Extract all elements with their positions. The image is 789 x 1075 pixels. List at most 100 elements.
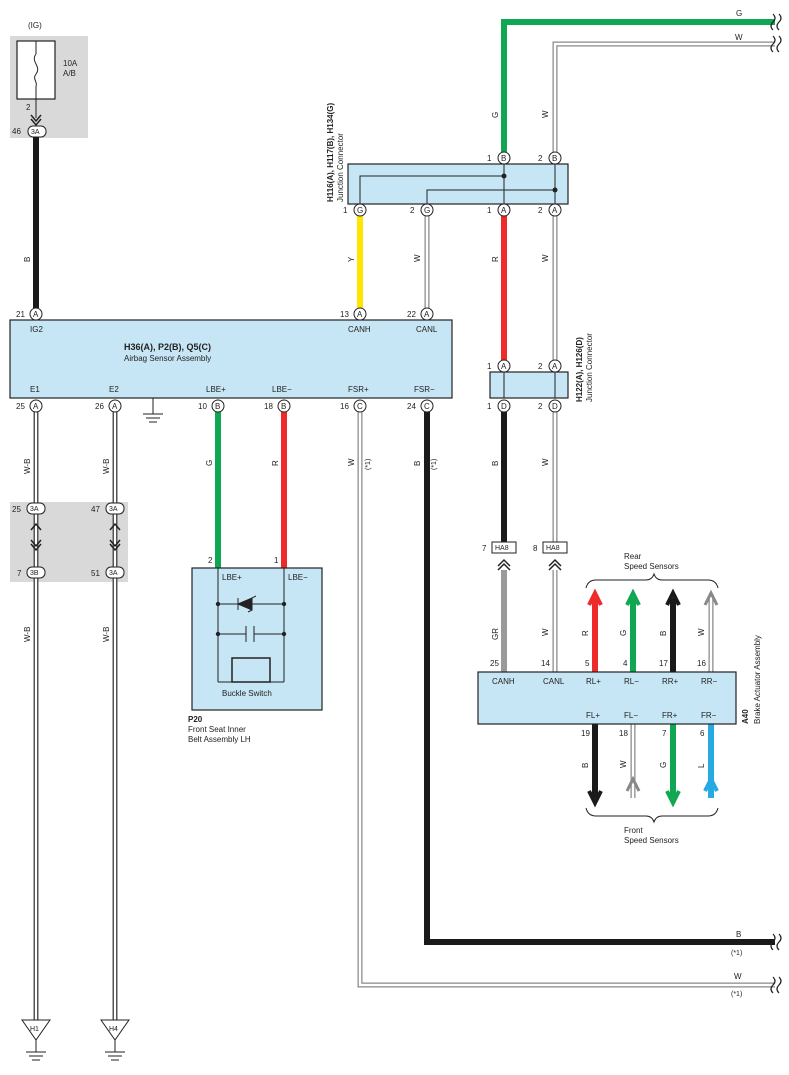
actuator-pin-label: RR− xyxy=(701,677,718,686)
airbag-pin xyxy=(277,399,291,413)
jc-top-pin-code: 3A xyxy=(31,129,40,136)
jc-mid-pin-num: 1 xyxy=(487,402,492,411)
actuator-pin-label: RL+ xyxy=(586,677,601,686)
body-ground-icon xyxy=(143,398,163,423)
wire-code: G xyxy=(205,460,214,466)
airbag-pin-num: 10 xyxy=(198,402,207,411)
junction-connector-top xyxy=(347,163,569,205)
actuator-pin-num: 5 xyxy=(585,659,590,668)
wire-code: G xyxy=(619,630,628,636)
wire-code: B xyxy=(581,763,590,768)
rear-sensors-line1: Rear xyxy=(624,552,642,561)
airbag-pin-letter: A xyxy=(112,402,118,411)
gj-pin-code: 3A xyxy=(109,506,118,513)
actuator-pin-num: 7 xyxy=(662,729,667,738)
wire-code: W xyxy=(541,628,550,636)
wire-break-icon xyxy=(770,35,782,53)
jc-top-pin-num: 2 xyxy=(538,206,543,215)
junction-connector-mid xyxy=(489,371,569,399)
jc-top-pin xyxy=(497,203,511,217)
airbag-pin-num: 16 xyxy=(340,402,349,411)
buckle-circuit xyxy=(217,568,285,683)
fuse-icon xyxy=(33,53,39,87)
front-sensors-line1: Front xyxy=(624,826,643,835)
jc-top-pin xyxy=(497,151,511,165)
airbag-pin-label: E1 xyxy=(30,385,40,394)
arrow-fr-minus-icon xyxy=(703,774,719,792)
wire-code: B xyxy=(736,930,741,939)
wire-code: W xyxy=(697,628,706,636)
actuator-pin-label: FR− xyxy=(701,711,717,720)
airbag-pin-letter: C xyxy=(357,402,363,411)
wire-code: G xyxy=(736,9,742,18)
ground-h4: H4 xyxy=(100,1019,130,1061)
wire-code: W xyxy=(541,110,550,118)
airbag-pin-letter: A xyxy=(33,310,39,319)
airbag-subtitle: Airbag Sensor Assembly xyxy=(124,354,211,363)
jc-top-pin-num: 1 xyxy=(487,154,492,163)
wire-code: W xyxy=(347,458,356,466)
fuse-name: A/B xyxy=(63,69,76,78)
jc-top-internal-wiring xyxy=(359,175,504,204)
gj-pin-num: 47 xyxy=(91,505,100,514)
airbag-pin xyxy=(353,307,367,321)
buckle-pin-label: LBE+ xyxy=(222,573,242,582)
airbag-pin-label: FSR+ xyxy=(348,385,369,394)
wire-break-icon xyxy=(770,933,782,951)
airbag-pin-num: 21 xyxy=(16,310,25,319)
wire-w-fsr-core xyxy=(358,412,775,987)
arrow-rr-minus-icon xyxy=(703,589,719,606)
actuator-pin-num: 25 xyxy=(490,659,499,668)
airbag-pin xyxy=(420,307,434,321)
ground-label: H4 xyxy=(109,1026,118,1033)
actuator-pin-label: RL− xyxy=(624,677,639,686)
connector-chevron-icon xyxy=(30,539,42,552)
airbag-pin-letter: A xyxy=(357,310,363,319)
airbag-pin-letter: A xyxy=(424,310,430,319)
front-sensors-line2: Speed Sensors xyxy=(624,836,679,845)
junction-dot xyxy=(215,601,221,607)
junction-dot xyxy=(501,173,507,179)
airbag-pin-num: 13 xyxy=(340,310,349,319)
airbag-pin-label: LBE− xyxy=(272,385,292,394)
jc-top-pin-letter: B xyxy=(501,154,506,163)
actuator-pin-num: 14 xyxy=(541,659,550,668)
wire-code: W xyxy=(735,33,743,42)
airbag-pin-num: 24 xyxy=(407,402,416,411)
jc-mid-pin-letter: D xyxy=(501,402,507,411)
buckle-switch-label: Buckle Switch xyxy=(222,689,272,698)
actuator-pin-label: FL− xyxy=(624,711,638,720)
jc-mid-subtitle: Junction Connector xyxy=(585,333,594,402)
airbag-pin-letter: A xyxy=(33,402,39,411)
buckle-pin-num: 1 xyxy=(274,556,279,565)
jc-top-pin xyxy=(353,203,367,217)
wire-break-icon xyxy=(770,13,782,31)
jc-mid-pin-num: 1 xyxy=(487,362,492,371)
jc-top-pin-num: 1 xyxy=(343,206,348,215)
connector-chevron-icon xyxy=(109,522,121,531)
actuator-pin-label: FR+ xyxy=(662,711,678,720)
wire-code: B xyxy=(491,461,500,466)
jc-mid-pin-num: 2 xyxy=(538,402,543,411)
connector-chevron-icon xyxy=(497,558,511,571)
front-sensors-brace xyxy=(585,807,719,824)
actuator-pin-num: 6 xyxy=(700,729,705,738)
arrow-fr-plus-icon xyxy=(665,790,681,808)
jc-top-pin xyxy=(420,203,434,217)
jc-top-pin-num: 1 xyxy=(487,206,492,215)
jc-top-pin-letter: A xyxy=(501,206,507,215)
wire-code: L xyxy=(697,763,706,768)
note-mark: (*1) xyxy=(431,459,438,470)
actuator-name: Brake Actuator Assembly xyxy=(753,635,762,724)
gj-pin-code: 3A xyxy=(109,570,118,577)
ha8-code: HA8 xyxy=(495,545,509,552)
gj-pin-code: 3A xyxy=(30,506,39,513)
wire-code: W-B xyxy=(23,459,32,474)
airbag-title: H36(A), P2(B), Q5(C) xyxy=(124,342,211,352)
gj-pin-num: 7 xyxy=(17,569,22,578)
wire-b-fsr xyxy=(424,412,775,945)
wire-code: W xyxy=(734,972,742,981)
jc-top-pin-number: 46 xyxy=(12,127,21,136)
actuator-pin-num: 18 xyxy=(619,729,628,738)
jc-top-pin xyxy=(548,151,562,165)
